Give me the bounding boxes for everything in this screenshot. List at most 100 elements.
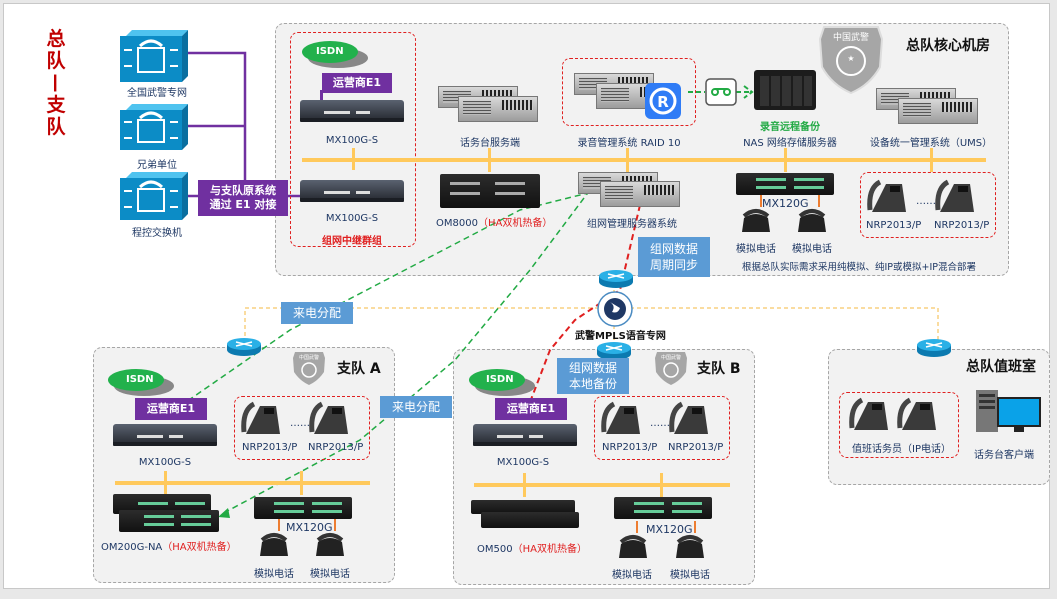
console-server-rack[interactable] bbox=[458, 96, 538, 122]
router-icon[interactable] bbox=[596, 340, 632, 360]
analog-phone-icon[interactable] bbox=[672, 532, 708, 562]
analog-phone-icon[interactable] bbox=[256, 530, 292, 560]
call-dispatch-flow bbox=[159, 189, 601, 516]
om200g-chassis[interactable] bbox=[119, 510, 219, 532]
console-client-pc-icon[interactable] bbox=[976, 388, 1042, 436]
mx120g-gateway[interactable] bbox=[254, 497, 352, 519]
recording-label: 录音管理系统 RAID 10 bbox=[577, 138, 681, 149]
network-mgmt-rack[interactable] bbox=[600, 181, 680, 207]
router-icon[interactable] bbox=[598, 268, 634, 288]
analog-phone-icon[interactable] bbox=[794, 206, 830, 236]
mx120g-gateway[interactable] bbox=[614, 497, 712, 519]
branch-a-lan-bus bbox=[115, 481, 370, 485]
ip-phone-icon[interactable] bbox=[848, 396, 892, 432]
ip-phone-icon[interactable] bbox=[668, 400, 712, 436]
analog-link bbox=[760, 195, 762, 207]
trunk-group-box bbox=[290, 32, 416, 247]
analog-link bbox=[334, 519, 336, 531]
analog-phone-label: 模拟电话 bbox=[254, 569, 294, 580]
nas-storage-icon[interactable] bbox=[754, 68, 816, 110]
om500-chassis[interactable] bbox=[481, 512, 579, 528]
sync-note: 组网数据 周期同步 bbox=[638, 237, 710, 277]
bus-drop bbox=[626, 148, 629, 172]
branch-b-title: 支队 B bbox=[697, 361, 741, 377]
ip-phone-box bbox=[594, 396, 730, 460]
side-title-char: 支 bbox=[46, 94, 66, 116]
ip-phone-icon[interactable] bbox=[866, 178, 910, 214]
network-mgmt-label: 组网管理服务器系统 bbox=[587, 219, 677, 230]
ip-phone-label: NRP2013/P bbox=[668, 442, 724, 453]
isdn-label: ISDN bbox=[316, 46, 344, 57]
operator-label: 值班话务员（IP电话） bbox=[852, 444, 951, 455]
om8000-chassis[interactable] bbox=[440, 174, 540, 208]
exchange-pbx[interactable] bbox=[120, 172, 188, 224]
router-icon[interactable] bbox=[916, 337, 952, 357]
gateway-label: MX100G-S bbox=[138, 457, 192, 468]
ip-phone-icon[interactable] bbox=[240, 400, 284, 436]
exchange-label: 兄弟单位 bbox=[137, 160, 177, 171]
recording-box bbox=[562, 58, 696, 126]
side-title-char: 总 bbox=[46, 28, 66, 50]
om200g-chassis[interactable] bbox=[113, 494, 211, 514]
ip-phone-label: NRP2013/P bbox=[242, 442, 298, 453]
gateway-label: MX100G-S bbox=[496, 457, 550, 468]
console-server-label: 话务台服务端 bbox=[460, 138, 520, 149]
bus-drop bbox=[488, 148, 491, 172]
ip-phone-ellipsis: …… bbox=[290, 418, 310, 429]
isdn-label: ISDN bbox=[486, 374, 514, 385]
side-title-char: — bbox=[45, 73, 67, 93]
om8000-model: OM8000 bbox=[436, 218, 478, 229]
ip-phone-label: NRP2013/P bbox=[866, 220, 922, 231]
om500-chassis[interactable] bbox=[471, 500, 575, 514]
tape-icon bbox=[705, 78, 737, 106]
isdn-cloud-icon bbox=[302, 41, 368, 68]
analog-phone-icon[interactable] bbox=[615, 532, 651, 562]
backup-label: 录音远程备份 bbox=[760, 122, 820, 133]
mx100g-gateway[interactable] bbox=[300, 180, 404, 202]
dispatch-arrowhead bbox=[218, 508, 230, 518]
mx120g-gateway[interactable] bbox=[736, 173, 834, 195]
mx120g-label: MX120G bbox=[646, 523, 693, 536]
om500-model: OM500 bbox=[477, 544, 513, 555]
mpls-globe-icon[interactable] bbox=[596, 290, 634, 328]
side-title-char: 队 bbox=[46, 50, 66, 72]
analog-phone-icon[interactable] bbox=[312, 530, 348, 560]
gateway-label: MX100G-S bbox=[325, 135, 379, 146]
ip-phone-box bbox=[860, 172, 996, 238]
ip-phone-icon[interactable] bbox=[600, 400, 644, 436]
pbx-switch-icon bbox=[120, 172, 188, 220]
carrier-link bbox=[320, 90, 323, 102]
ip-phone-icon[interactable] bbox=[934, 178, 978, 214]
om8000-label: OM8000（HA双机热备） bbox=[436, 214, 552, 229]
mx100g-gateway[interactable] bbox=[300, 100, 404, 122]
exchange-national[interactable] bbox=[120, 30, 188, 86]
isdn-label: ISDN bbox=[126, 374, 154, 385]
bus-drop bbox=[784, 148, 787, 172]
badge-text: 中国武警 bbox=[661, 354, 681, 361]
mx100g-gateway[interactable] bbox=[473, 424, 577, 446]
carrier-e1-tag: 运营商E1 bbox=[135, 398, 207, 420]
local-backup-note: 组网数据 本地备份 bbox=[557, 358, 629, 394]
e1-link-line: 通过 E1 对接 bbox=[209, 198, 277, 211]
ip-phone-icon[interactable] bbox=[308, 400, 352, 436]
side-title: 总 队 — 支 队 bbox=[44, 28, 68, 138]
pbx-switch-icon bbox=[120, 104, 188, 150]
analog-phone-icon[interactable] bbox=[738, 206, 774, 236]
ip-phone-label: NRP2013/P bbox=[934, 220, 990, 231]
ip-phone-icon[interactable] bbox=[896, 396, 940, 432]
exchange-label: 程控交换机 bbox=[132, 228, 182, 239]
gateway-label: MX100G-S bbox=[325, 213, 379, 224]
bus-drop bbox=[164, 471, 167, 495]
local-backup-line: 组网数据 bbox=[568, 361, 617, 375]
trunk-group-caption: 组网中继群组 bbox=[322, 236, 382, 247]
router-icon[interactable] bbox=[226, 336, 262, 356]
om200g-model: OM200G-NA bbox=[101, 542, 163, 553]
exchange-sibling[interactable] bbox=[120, 104, 188, 154]
svg-text:R: R bbox=[657, 93, 669, 111]
svg-text:中国武警: 中国武警 bbox=[833, 31, 869, 43]
bus-drop bbox=[660, 473, 663, 497]
armed-police-badge-icon: 中国武警 ★ bbox=[818, 26, 884, 95]
ums-server-rack[interactable] bbox=[898, 98, 978, 124]
ip-phone-box bbox=[234, 396, 370, 460]
mx100g-gateway[interactable] bbox=[113, 424, 217, 446]
